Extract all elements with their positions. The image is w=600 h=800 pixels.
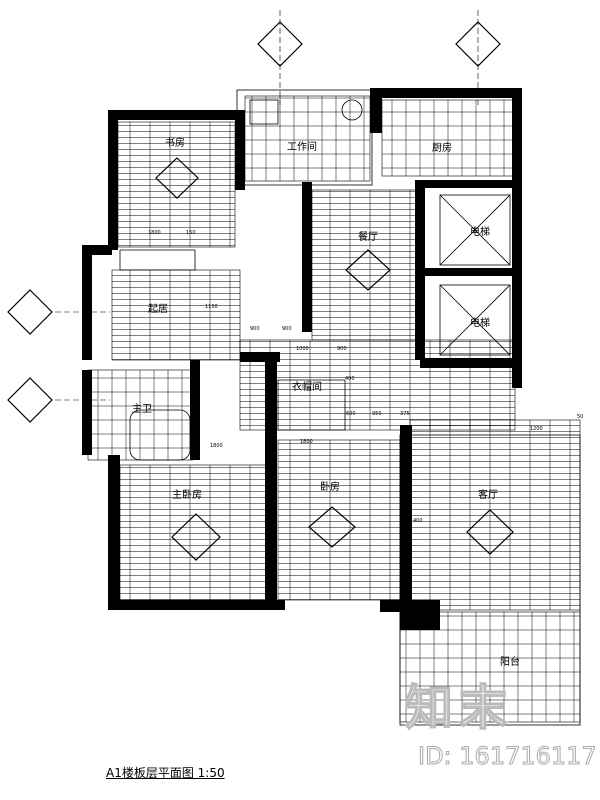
dim-label: 50 [577,414,583,420]
room-label-bedroom: 卧房 [320,480,340,493]
room-label-living: 客厅 [478,488,498,501]
room-label-master: 主卧房 [172,488,202,501]
room-label-closet: 衣帽间 [292,380,322,393]
room-label-balcony: 阳台 [500,655,520,668]
furniture-rugs [155,157,514,561]
dim-label: 900 [337,346,347,352]
dim-label: 1800 [148,230,161,236]
watermark-id: ID: 161716117 [418,742,598,771]
dim-label: 1150 [205,304,218,310]
room-label-dining: 餐厅 [358,230,378,243]
room-label-living-upper: 起居 [148,303,168,315]
dim-label: 950 [372,411,382,417]
room-label-bath: 主卫 [132,403,152,415]
outlines [119,89,581,726]
dim-label: 1800 [300,439,313,445]
dim-label: 900 [282,326,292,332]
floor-fills [87,95,581,723]
watermark-logo: 知末 [404,679,514,737]
room-label-work: 工作间 [287,140,317,153]
room-labels: 书房 工作间 厨房 餐厅 电梯 电梯 起居 衣帽间 主卫 主卧房 卧房 客厅 阳… [132,136,520,668]
room-label-kitchen: 厨房 [432,141,452,154]
dim-label: 1800 [210,443,223,449]
room-label-elevator-1: 电梯 [470,225,490,238]
dim-label: 1000 [296,346,309,352]
dim-label: 400 [345,376,355,382]
dimension-labels: 1800 150 900 900 1150 1000 900 400 600 9… [148,230,583,524]
walls [82,88,522,630]
room-label-study: 书房 [165,136,185,149]
drawing-title: A1楼板层平面图 1:50 [106,766,225,780]
dim-label: 900 [250,326,260,332]
dim-label: 1200 [530,426,543,432]
dim-label: 150 [186,230,196,236]
room-label-elevator-2: 电梯 [470,316,490,329]
dim-label: 400 [413,518,423,524]
dim-label: 600 [346,411,356,417]
dim-label: 375 [400,411,410,417]
